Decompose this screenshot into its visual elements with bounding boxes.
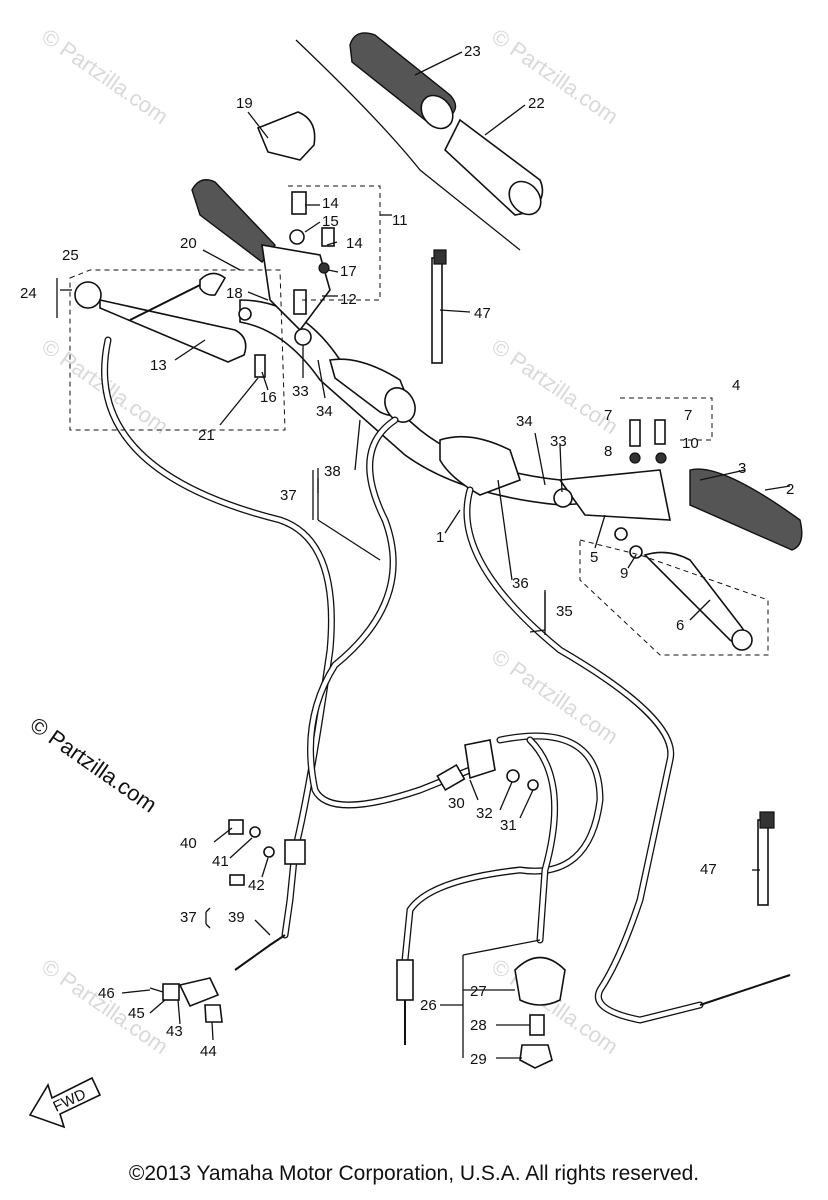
callout-34: 34 [516,413,533,430]
callout-28: 28 [470,1017,487,1034]
callout-16: 16 [260,389,277,406]
callout-14: 14 [322,195,339,212]
watermark: © Partzilla.com [487,644,623,750]
callout-5: 5 [590,549,598,566]
callout-10: 10 [682,435,699,452]
brake-lever [558,419,803,651]
callout-25: 25 [62,247,79,264]
callout-19: 19 [236,95,253,112]
callout-45: 45 [128,1005,145,1022]
cables [101,336,791,1045]
callout-2: 2 [786,481,794,498]
watermark: © Partzilla.com [487,334,623,440]
callout-4: 4 [732,377,740,394]
callout-15: 15 [322,213,339,230]
callout-18: 18 [226,285,243,302]
callout-13: 13 [150,357,167,374]
callout-24: 24 [20,285,37,302]
group-boxes [69,185,769,656]
callout-26: 26 [420,997,437,1014]
throttle-grip [349,32,544,216]
callout-27: 27 [470,983,487,1000]
copyright-notice: ©2013 Yamaha Motor Corporation, U.S.A. A… [128,1162,700,1185]
callout-37: 37 [180,909,197,926]
callout-42: 42 [248,877,265,894]
callout-47: 47 [700,861,717,878]
callout-35: 35 [556,603,573,620]
callout-1: 1 [436,529,444,546]
callout-30: 30 [448,795,465,812]
callout-21: 21 [198,427,215,444]
clutch-lever [74,272,266,378]
callout-22: 22 [528,95,545,112]
callout-33: 33 [292,383,309,400]
callout-3: 3 [738,460,746,477]
callout-34: 34 [316,403,333,420]
callout-44: 44 [200,1043,217,1060]
left-grip [191,111,335,332]
callout-32: 32 [476,805,493,822]
callout-23: 23 [464,43,481,60]
callout-33: 33 [550,433,567,450]
watermark: © Partzilla.com [37,24,173,130]
callout-7: 7 [684,407,692,424]
callout-38: 38 [324,463,341,480]
callout-31: 31 [500,817,517,834]
callout-40: 40 [180,835,197,852]
callout-29: 29 [470,1051,487,1068]
handlebar-switches [294,328,573,508]
callout-46: 46 [98,985,115,1002]
callout-39: 39 [228,909,245,926]
callout-11: 11 [392,212,408,229]
watermark: © Partzilla.com [37,954,173,1060]
callout-8: 8 [604,443,612,460]
lower-parts [149,249,775,1069]
callout-6: 6 [676,617,684,634]
callout-7: 7 [604,407,612,424]
forward-arrow-icon: FWD [28,1076,102,1129]
callout-labels: 1 2 3 4 5 6 7 7 8 9 10 11 12 13 14 14 15… [20,43,794,1068]
callout-17: 17 [340,263,357,280]
leader-lines [60,51,791,1059]
callout-20: 20 [180,235,197,252]
callout-14: 14 [346,235,363,252]
callout-43: 43 [166,1023,183,1040]
callout-37: 37 [280,487,297,504]
callout-47: 47 [474,305,491,322]
watermark: © Partzilla.com [487,24,623,130]
callout-41: 41 [212,853,229,870]
callout-36: 36 [512,575,529,592]
callout-9: 9 [620,565,628,582]
callout-12: 12 [340,291,357,308]
